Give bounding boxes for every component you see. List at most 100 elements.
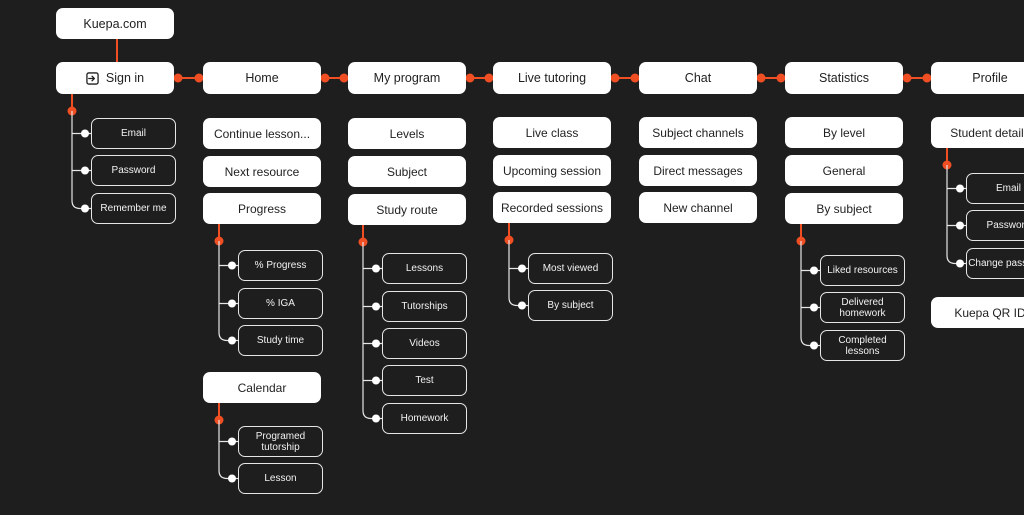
top-node-home[interactable]: Home — [203, 62, 321, 94]
home-progress-branch-link-dot-0 — [228, 261, 236, 270]
statistics-item-by-subject-label: By subject — [816, 201, 872, 216]
my-program-study-route-child-test-label: Test — [415, 375, 434, 386]
live-tutoring-item-upcoming-session-label: Upcoming session — [502, 163, 602, 178]
statistics-item-by-level[interactable]: By level — [785, 117, 903, 148]
home-item-calendar[interactable]: Calendar — [203, 372, 321, 403]
statistics-item-by-subject[interactable]: By subject — [785, 193, 903, 224]
top-connector-dot-start-statistics — [902, 73, 912, 83]
statistics-by-subject-child-liked-resources-label: Liked resources — [827, 265, 898, 276]
home-calendar-child-programed-tutorship-label: Programed tutorship — [255, 430, 306, 453]
statistics-by-subject-child-delivered-homework-label: Delivered homework — [839, 296, 886, 319]
statistics-by-subject-child-completed-lessons[interactable]: Completed lessons — [820, 330, 905, 361]
top-connector-dot-start-sign-in — [173, 73, 183, 83]
home-progress-branch-trunk — [218, 241, 228, 342]
top-node-live-tutoring[interactable]: Live tutoring — [493, 62, 611, 94]
chat-item-subject-channels-label: Subject channels — [652, 125, 744, 140]
my-program-item-study-route-label: Study route — [376, 202, 438, 217]
my-program-study-route-child-videos[interactable]: Videos — [382, 328, 467, 359]
chat-item-direct-messages-label: Direct messages — [653, 163, 743, 178]
home-item-progress-label: Progress — [237, 201, 287, 216]
top-connector-dot-start-live-tutoring — [610, 73, 620, 83]
my-program-study-route-child-lessons[interactable]: Lessons — [382, 253, 467, 284]
home-item-continue-lesson[interactable]: Continue lesson... — [203, 118, 321, 149]
profile-student-details-branch-link-dot-1 — [956, 221, 964, 230]
home-progress-child-study-time[interactable]: Study time — [238, 325, 323, 356]
statistics-by-subject-child-delivered-homework[interactable]: Delivered homework — [820, 292, 905, 323]
statistics-by-subject-branch-trunk — [800, 241, 810, 347]
my-program-study-route-child-tutorships[interactable]: Tutorships — [382, 291, 467, 322]
top-node-sign-in-label: Sign in — [105, 71, 145, 85]
home-calendar-child-lesson-label: Lesson — [264, 473, 297, 484]
top-node-statistics-label: Statistics — [818, 71, 869, 85]
profile-item-kuepa-qr-id-label: Kuepa QR ID — [954, 305, 1024, 320]
top-connector-dot-end-chat — [776, 73, 786, 83]
home-progress-branch-link-dot-1 — [228, 299, 236, 308]
sign-in-child-password-label: Password — [111, 165, 156, 176]
profile-item-kuepa-qr-id[interactable]: Kuepa QR ID — [931, 297, 1024, 328]
kuepa-root-node-label: Kuepa.com — [83, 16, 147, 31]
home-calendar-branch-link-dot-1 — [228, 474, 236, 483]
home-item-next-resource[interactable]: Next resource — [203, 156, 321, 187]
profile-student-details-child-password[interactable]: Password — [966, 210, 1024, 241]
chat-item-new-channel[interactable]: New channel — [639, 192, 757, 223]
top-connector-dot-start-home — [320, 73, 330, 83]
my-program-item-levels[interactable]: Levels — [348, 118, 466, 149]
kuepa-root-node[interactable]: Kuepa.com — [56, 8, 174, 39]
profile-student-details-child-change-password[interactable]: Change password — [966, 248, 1024, 279]
home-calendar-child-lesson[interactable]: Lesson — [238, 463, 323, 494]
statistics-by-subject-child-liked-resources[interactable]: Liked resources — [820, 255, 905, 286]
home-calendar-branch-trunk — [218, 420, 228, 480]
statistics-item-general[interactable]: General — [785, 155, 903, 186]
home-progress-child-iga-label: % IGA — [266, 298, 295, 309]
chat-item-direct-messages[interactable]: Direct messages — [639, 155, 757, 186]
my-program-study-route-branch-link-dot-1 — [372, 302, 380, 311]
profile-student-details-child-change-password-label: Change password — [968, 258, 1024, 269]
chat-item-subject-channels[interactable]: Subject channels — [639, 117, 757, 148]
sign-in-branch-link-dot-0 — [81, 129, 89, 138]
my-program-study-route-child-lessons-label: Lessons — [405, 263, 444, 274]
live-tutoring-item-live-class-label: Live class — [525, 125, 579, 140]
live-tutoring-recorded-sessions-child-most-viewed[interactable]: Most viewed — [528, 253, 613, 284]
my-program-item-study-route[interactable]: Study route — [348, 194, 466, 225]
live-tutoring-recorded-sessions-branch-trunk — [508, 240, 518, 307]
top-node-home-label: Home — [245, 71, 279, 85]
sign-in-child-remember-me[interactable]: Remember me — [91, 193, 176, 224]
live-tutoring-recorded-sessions-child-by-subject[interactable]: By subject — [528, 290, 613, 321]
home-calendar-child-programed-tutorship[interactable]: Programed tutorship — [238, 426, 323, 457]
sign-in-icon — [86, 71, 99, 85]
top-node-sign-in[interactable]: Sign in — [56, 62, 174, 94]
top-node-live-tutoring-label: Live tutoring — [517, 71, 587, 85]
top-node-my-program[interactable]: My program — [348, 62, 466, 94]
live-tutoring-item-live-class[interactable]: Live class — [493, 117, 611, 148]
sign-in-branch-trunk — [71, 111, 81, 210]
my-program-study-route-child-test[interactable]: Test — [382, 365, 467, 396]
top-node-profile-label: Profile — [972, 71, 1008, 85]
my-program-study-route-branch-link-dot-4 — [372, 414, 380, 423]
home-item-next-resource-label: Next resource — [224, 164, 300, 179]
statistics-by-subject-branch-link-dot-0 — [810, 266, 818, 275]
statistics-by-subject-branch-link-dot-1 — [810, 303, 818, 312]
home-progress-child-progress[interactable]: % Progress — [238, 250, 323, 281]
sign-in-child-email[interactable]: Email — [91, 118, 176, 149]
my-program-study-route-child-homework[interactable]: Homework — [382, 403, 467, 434]
live-tutoring-item-upcoming-session[interactable]: Upcoming session — [493, 155, 611, 186]
my-program-study-route-branch-link-dot-0 — [372, 264, 380, 273]
top-node-chat[interactable]: Chat — [639, 62, 757, 94]
live-tutoring-item-recorded-sessions[interactable]: Recorded sessions — [493, 192, 611, 223]
top-connector-dot-start-chat — [756, 73, 766, 83]
sign-in-child-password[interactable]: Password — [91, 155, 176, 186]
statistics-item-by-level-label: By level — [822, 125, 866, 140]
profile-student-details-child-email[interactable]: Email — [966, 173, 1024, 204]
my-program-item-subject[interactable]: Subject — [348, 156, 466, 187]
home-progress-child-iga[interactable]: % IGA — [238, 288, 323, 319]
profile-item-student-details[interactable]: Student details — [931, 117, 1024, 148]
home-item-progress[interactable]: Progress — [203, 193, 321, 224]
home-calendar-branch-link-dot-0 — [228, 437, 236, 446]
top-node-profile[interactable]: Profile — [931, 62, 1024, 94]
top-node-statistics[interactable]: Statistics — [785, 62, 903, 94]
live-tutoring-recorded-sessions-branch-link-dot-0 — [518, 264, 526, 273]
top-connector-dot-end-home — [339, 73, 349, 83]
top-connector-dot-end-my-program — [484, 73, 494, 83]
